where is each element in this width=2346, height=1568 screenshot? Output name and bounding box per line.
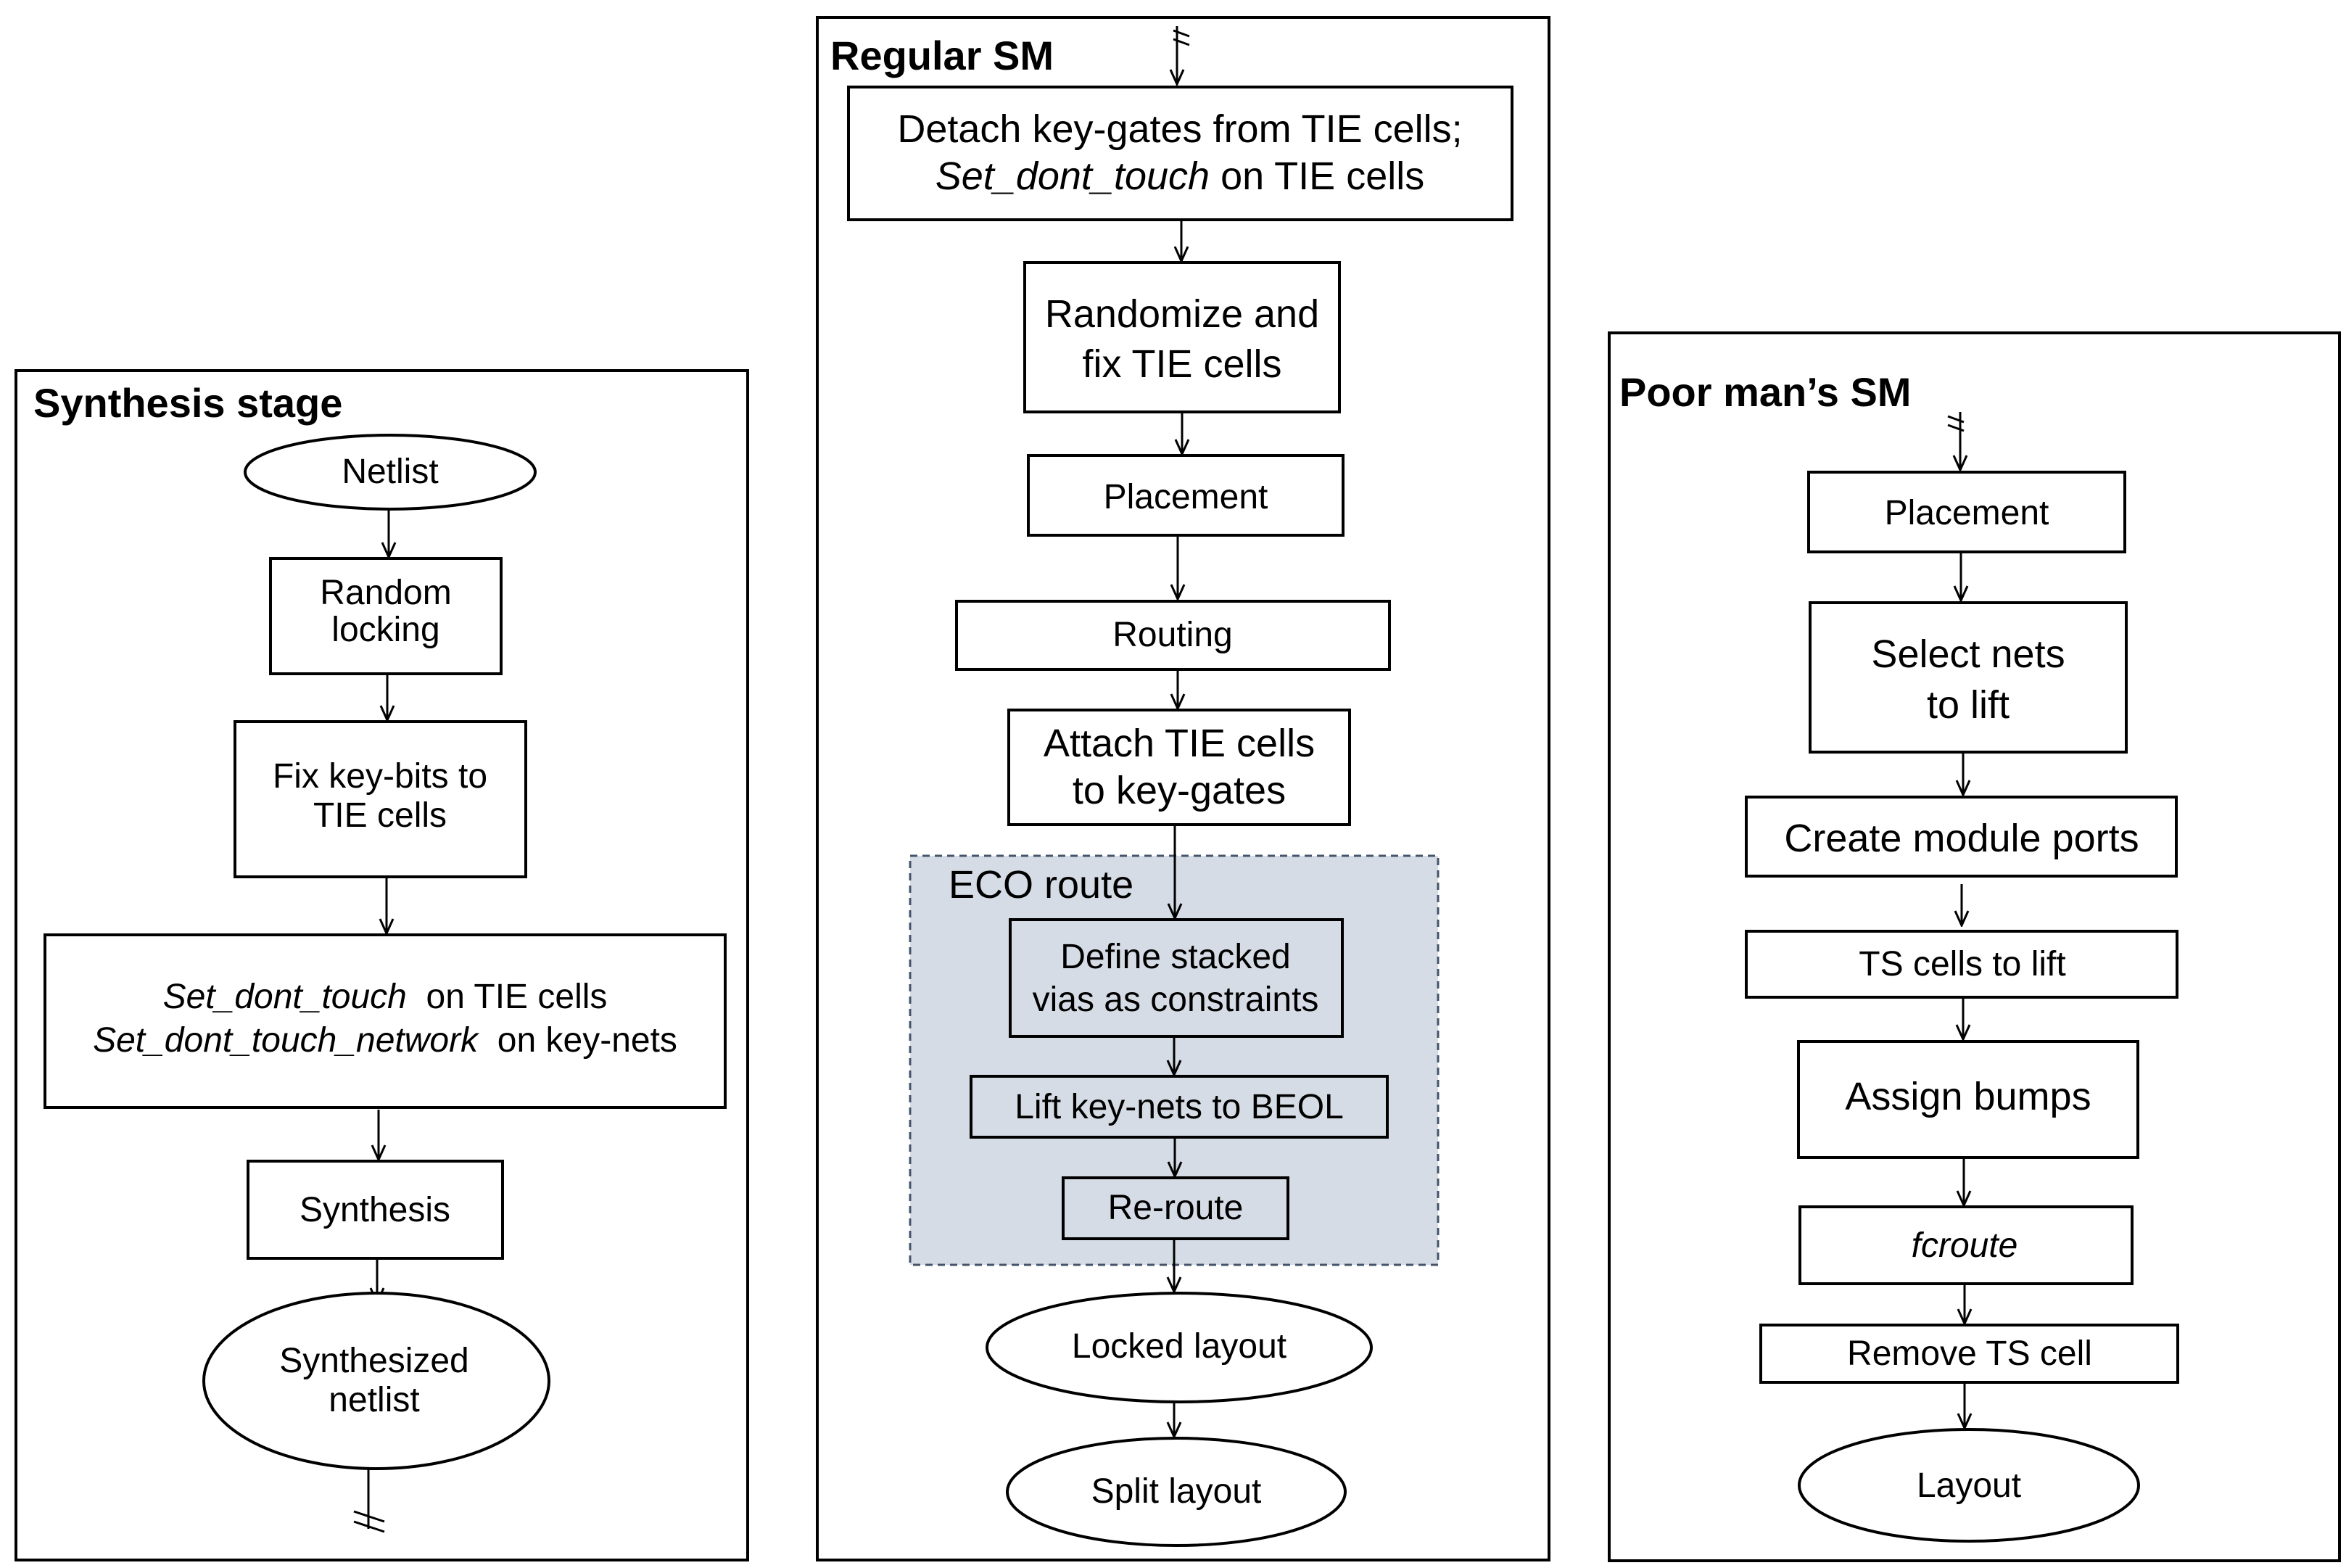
create-module-ports-node: [1745, 796, 2178, 878]
assign-bumps-node: [1797, 1040, 2139, 1159]
placement-node: [1027, 454, 1345, 537]
attach-label-line1: Attach TIE cells: [1044, 722, 1315, 765]
lift-key-nets-label: Lift key-nets to BEOL: [1015, 1088, 1344, 1126]
fcroute-label: fcroute: [1912, 1226, 2018, 1265]
create-module-ports-label: Create module ports: [1784, 817, 2139, 860]
regular-sm-panel: Regular SM Detach key-gates from TIE cel…: [816, 16, 1550, 1561]
define-stacked-vias-node: [1009, 918, 1344, 1038]
define-stacked-label-line1: Define stacked: [1060, 938, 1291, 976]
regular-sm-panel-title: Regular SM: [830, 33, 1054, 78]
assign-bumps-label: Assign bumps: [1845, 1075, 2091, 1118]
netlist-node: [244, 434, 537, 511]
synthesis-node: [247, 1160, 504, 1260]
ts-cells-node: [1745, 930, 2178, 999]
poor-placement-label: Placement: [1885, 494, 2049, 532]
poor-mans-sm-panel-title: Poor man’s SM: [1619, 369, 1911, 415]
ts-cells-label: TS cells to lift: [1859, 945, 2065, 983]
dont-touch-label-line1: Set_dont_touch on TIE cells: [163, 978, 608, 1016]
randomize-label-line2: fix TIE cells: [1082, 342, 1281, 386]
select-nets-node: [1809, 601, 2128, 754]
poor-placement-node: [1807, 471, 2126, 553]
detach-label-line2: Set_dont_touch on TIE cells: [935, 154, 1424, 198]
split-layout-node: [1006, 1437, 1347, 1547]
attach-tie-cells-node: [1007, 709, 1351, 826]
dont-touch-node: [44, 933, 727, 1109]
poor-mans-sm-panel-frame: [1608, 331, 2341, 1562]
fix-key-bits-node: [234, 720, 527, 878]
fix-key-bits-label-line2: TIE cells: [313, 796, 447, 835]
routing-label: Routing: [1112, 616, 1232, 654]
randomize-node: [1023, 261, 1341, 413]
regular-sm-panel-frame: [816, 16, 1550, 1561]
synthesis-label: Synthesis: [300, 1191, 450, 1229]
random-locking-label-line1: Random: [320, 574, 451, 612]
define-stacked-label-line2: vias as constraints: [1033, 981, 1319, 1019]
lift-key-nets-node: [970, 1075, 1389, 1139]
synthesized-netlist-node: [202, 1292, 550, 1470]
select-nets-label-line1: Select nets: [1871, 632, 2065, 676]
synthesis-panel: Synthesis stage Netlist Random locking F…: [15, 369, 749, 1561]
poor-mans-sm-panel: Poor man’s SM Placement Select nets to l…: [1608, 331, 2341, 1562]
continuation-break-out: [353, 1469, 385, 1533]
poor-layout-label: Layout: [1917, 1466, 2021, 1505]
reroute-label: Re-route: [1108, 1189, 1244, 1227]
locked-layout-node: [986, 1292, 1373, 1403]
synthesized-netlist-label-line1: Synthesized: [279, 1342, 469, 1380]
random-locking-label-line2: locking: [331, 611, 439, 649]
eco-route-title: ECO route: [949, 863, 1133, 907]
detach-label-line1: Detach key-gates from TIE cells;: [897, 107, 1462, 151]
attach-label-line2: to key-gates: [1073, 769, 1286, 812]
randomize-label-line1: Randomize and: [1045, 292, 1319, 336]
detach-key-gates-node: [847, 86, 1513, 221]
remove-ts-cell-label: Remove TS cell: [1847, 1334, 2092, 1373]
routing-node: [955, 600, 1391, 671]
continuation-break-in: [1947, 412, 1964, 470]
continuation-break-in: [1173, 26, 1190, 84]
fix-key-bits-label-line1: Fix key-bits to: [273, 757, 487, 796]
dont-touch-label-line2: Set_dont_touch_network on key-nets: [93, 1021, 677, 1060]
synthesized-netlist-label-line2: netlist: [329, 1381, 419, 1419]
locked-layout-label: Locked layout: [1072, 1327, 1286, 1366]
reroute-node: [1062, 1176, 1289, 1240]
poor-layout-node: [1798, 1428, 2140, 1543]
fcroute-node: [1798, 1205, 2134, 1285]
select-nets-label-line2: to lift: [1927, 683, 2010, 727]
placement-label: Placement: [1104, 478, 1268, 516]
synthesis-panel-title: Synthesis stage: [33, 380, 342, 426]
remove-ts-cell-node: [1759, 1324, 2179, 1384]
random-locking-node: [269, 557, 503, 675]
split-layout-label: Split layout: [1091, 1472, 1262, 1511]
synthesis-panel-frame: [15, 369, 749, 1561]
netlist-label: Netlist: [342, 453, 438, 491]
